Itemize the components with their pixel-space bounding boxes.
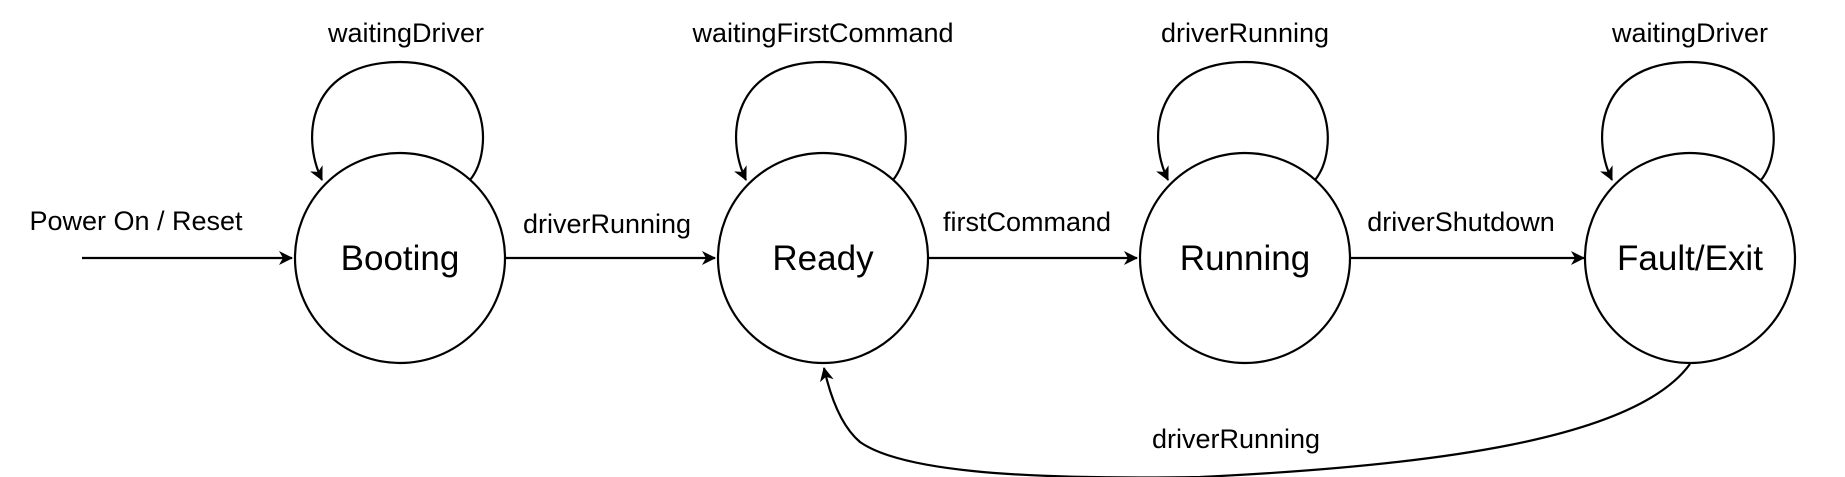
running-to-fault-label: driverShutdown [1367,207,1555,237]
running-self-loop [1156,60,1329,181]
fault-to-ready-label: driverRunning [1152,424,1320,454]
fault-self-loop-label: waitingDriver [1611,18,1768,48]
booting-to-ready-label: driverRunning [523,209,691,239]
booting-self-loop-label: waitingDriver [327,18,484,48]
state-fault-exit-label: Fault/Exit [1617,239,1763,278]
fault-to-ready-label-background [1138,420,1334,456]
state-running [1138,151,1352,365]
ready-self-loop [734,60,907,181]
fault-to-ready-arrow [819,363,1691,477]
running-self-loop-label: driverRunning [1161,18,1329,48]
booting-self-loop [310,60,485,181]
state-running-label: Running [1180,239,1310,278]
state-booting [293,151,507,365]
state-ready-label: Ready [772,239,874,278]
state-fault-exit [1583,151,1797,365]
state-booting-label: Booting [341,239,460,278]
initial-transition-label: Power On / Reset [29,206,243,236]
fault-self-loop [1600,60,1775,181]
ready-self-loop-label: waitingFirstCommand [691,18,953,48]
ready-to-running-label: firstCommand [943,207,1111,237]
state-ready [716,151,930,365]
